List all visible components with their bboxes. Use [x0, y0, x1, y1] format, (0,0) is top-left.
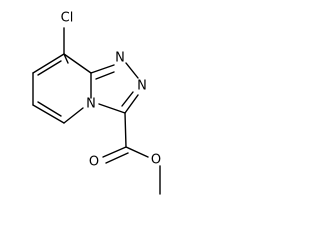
atom-cl: Cl	[61, 11, 74, 26]
bond-ccarbonyl-ocarbonyl	[102, 146, 127, 158]
bond-c6-c5	[32, 104, 65, 124]
bond-c8-c8a	[63, 53, 69, 64]
bond-n2-c3-inner	[121, 91, 134, 107]
bond-c3-n4	[98, 103, 126, 114]
molecule-structure: Cl N N N O O	[32, 11, 161, 195]
atom-n1: N	[115, 51, 125, 66]
bond-c8-c7-inner	[37, 60, 62, 76]
bond-c8a-n1-inner	[95, 71, 115, 80]
bond-ccarbonyl-ocarbonyl-2	[105, 152, 129, 164]
bond-c3-ccarbonyl	[124, 112, 127, 148]
atom-n4: N	[86, 97, 96, 112]
bond-c8a-n1	[90, 64, 115, 74]
bond-c5-n4	[63, 107, 84, 124]
bond-c6-c5-inner	[37, 101, 62, 117]
bond-c8-c7	[32, 53, 65, 74]
bond-ccarbonyl-oester	[125, 146, 149, 158]
atom-o-ester: O	[151, 153, 161, 168]
structure-canvas: Cl N N N O O	[0, 0, 180, 210]
bond-c8a-c8	[63, 53, 92, 74]
bond-n1-n2	[125, 62, 139, 79]
atom-n2: N	[137, 79, 147, 94]
bond-n2-c3	[124, 94, 139, 114]
atom-o-carbonyl: O	[89, 155, 99, 170]
